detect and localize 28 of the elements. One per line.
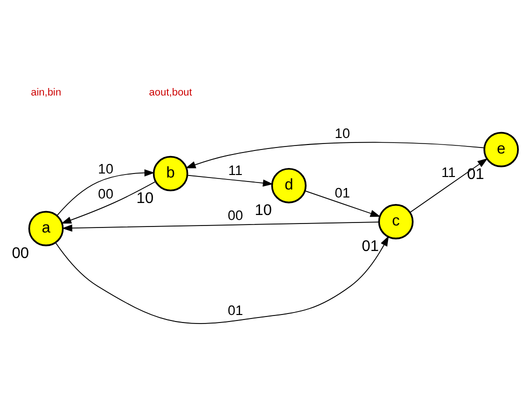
node-label: 01 [466, 165, 484, 182]
node-label: 10 [136, 189, 154, 206]
node-circle: b [152, 155, 188, 191]
arrow [56, 168, 155, 216]
arrow [410, 158, 488, 212]
edge-label: 00 [98, 186, 114, 201]
edge-label: 10 [98, 160, 114, 176]
node-circle: c [378, 204, 414, 239]
node-circle: a [28, 210, 64, 246]
node-label: 01 [362, 238, 379, 255]
node-circle: e [483, 131, 519, 167]
arrow [62, 221, 380, 232]
edge-label: 01 [228, 302, 244, 318]
arrow [304, 190, 381, 216]
arrow [187, 174, 274, 186]
edge-label: 01 [334, 184, 350, 200]
edge-label: 11 [441, 164, 456, 180]
arrow [185, 141, 484, 168]
edge-label: 00 [228, 207, 244, 222]
label: ain,bin [30, 87, 62, 98]
edge-label: 10 [334, 126, 350, 141]
node-label: 00 [12, 244, 30, 262]
node-circle: d [271, 167, 307, 203]
edge-label: 11 [228, 162, 243, 178]
arrow [61, 180, 156, 224]
node-label: 10 [254, 202, 272, 218]
label: aout,bout [149, 87, 192, 98]
arrow [55, 235, 389, 324]
